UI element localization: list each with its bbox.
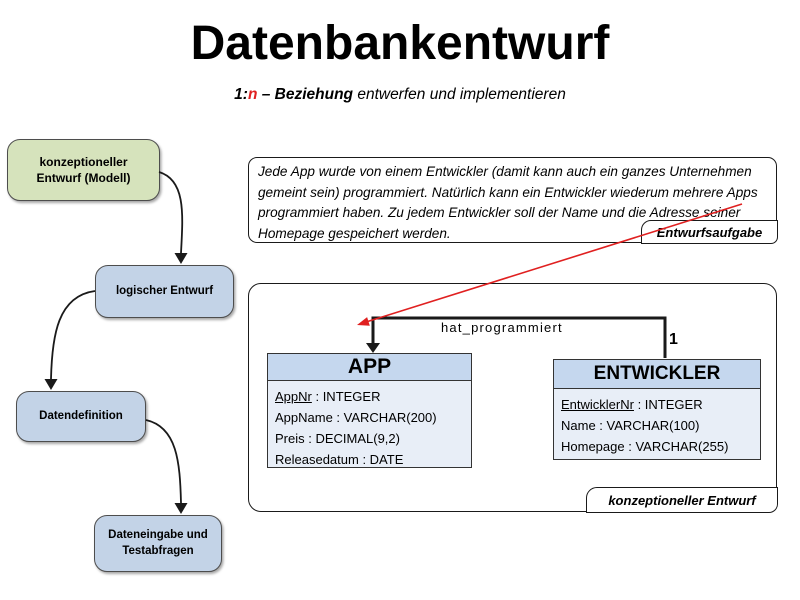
entity-attribute: AppName : VARCHAR(200): [275, 410, 437, 425]
entity-header: APP: [268, 354, 471, 381]
relationship-cardinality-label: 1: [669, 331, 678, 348]
entity-table-app: APP AppNr : INTEGER AppName : VARCHAR(200…: [267, 353, 472, 468]
entity-attribute: Releasedatum : DATE: [275, 452, 404, 467]
entity-table-entwickler: ENTWICKLER EntwicklerNr : INTEGER Name : …: [553, 359, 761, 460]
er-diagram-label: konzeptioneller Entwurf: [586, 487, 778, 513]
flow-step-label: konzeptioneller Entwurf (Modell): [36, 154, 131, 185]
subtitle-n: n: [247, 86, 258, 103]
entity-attribute: Preis : DECIMAL(9,2): [275, 431, 400, 446]
entity-attribute: Homepage : VARCHAR(255): [561, 439, 729, 454]
flow-arrow-2: [50, 290, 96, 380]
task-box-label: Entwurfsaufgabe: [641, 220, 778, 244]
page-title: Datenbankentwurf: [190, 17, 610, 70]
subtitle-one: 1:: [234, 86, 248, 103]
flow-arrow-3-head: [174, 503, 188, 514]
flow-step-logischer-entwurf: logischer Entwurf: [95, 265, 234, 318]
entity-attribute: Name : VARCHAR(100): [561, 418, 700, 433]
entity-attribute: EntwicklerNr : INTEGER: [561, 397, 703, 412]
entity-rows: EntwicklerNr : INTEGER Name : VARCHAR(100…: [554, 389, 760, 457]
flow-arrow-1-head: [174, 253, 188, 264]
flow-step-dateneingabe: Dateneingabe und Testabfragen: [94, 515, 222, 572]
relationship-name-label: hat_programmiert: [441, 320, 563, 335]
er-diagram-label-text: konzeptioneller Entwurf: [608, 492, 756, 508]
flow-arrow-3: [145, 419, 182, 504]
entity-header: ENTWICKLER: [554, 360, 760, 389]
entity-attribute: AppNr : INTEGER: [275, 389, 381, 404]
subtitle-beziehung: – Beziehung: [257, 86, 354, 103]
task-box-label-text: Entwurfsaufgabe: [656, 224, 763, 240]
flow-step-datendefinition: Datendefinition: [16, 391, 146, 442]
flow-step-konzeptioneller-entwurf: konzeptioneller Entwurf (Modell): [7, 139, 160, 201]
flow-arrow-2-head: [44, 379, 58, 390]
flow-step-label: logischer Entwurf: [115, 284, 214, 297]
entity-rows: AppNr : INTEGER AppName : VARCHAR(200) Pre…: [268, 381, 471, 470]
flow-arrow-1: [158, 171, 184, 254]
subtitle-rest: entwerfen und implementieren: [353, 86, 566, 103]
flow-step-label: Dateneingabe und Testabfragen: [108, 528, 208, 557]
slide-subtitle: 1:n – Beziehung entwerfen und implementi…: [0, 86, 800, 104]
flow-step-label: Datendefinition: [39, 409, 123, 422]
